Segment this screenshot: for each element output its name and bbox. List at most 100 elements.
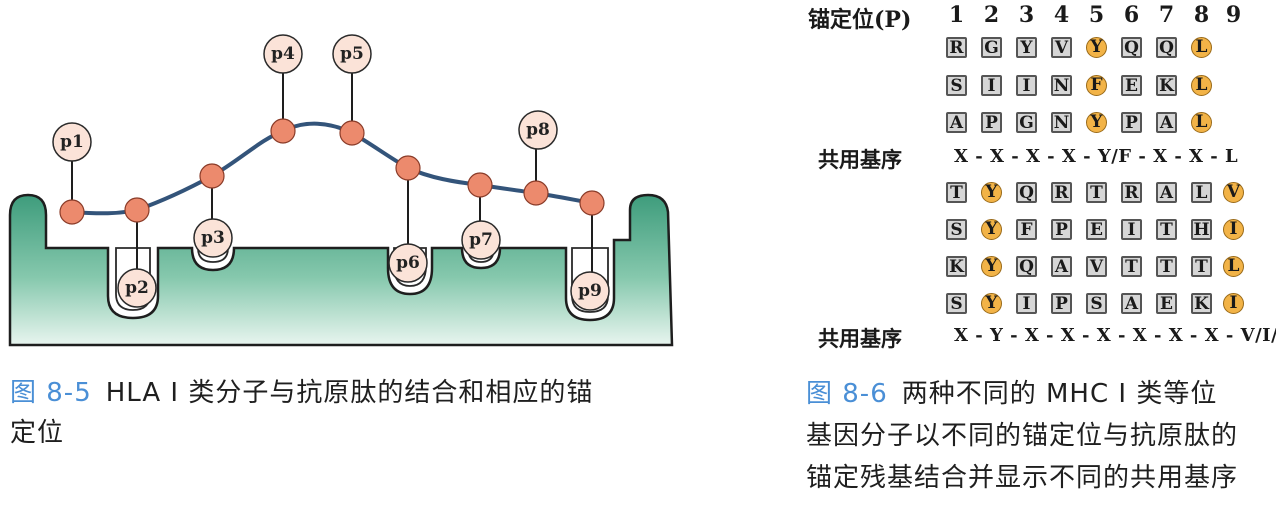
pocket-label-bg-5 <box>332 34 372 74</box>
residue-2 <box>124 197 150 223</box>
position-number: 8 <box>1193 2 1210 28</box>
pocket-label-4: p4 <box>271 44 295 64</box>
position-number: 2 <box>983 2 1000 28</box>
hla-binding-diagram: p1 p2 p3 p4 p5 p6 p7 p8 p9 <box>8 34 674 347</box>
anchor-residue: V <box>1223 182 1244 203</box>
caption-line: HLA Ⅰ 类分子与抗原肽的结合和相应的锚 <box>105 378 594 408</box>
position-number: 7 <box>1158 2 1175 28</box>
caption-number: 图 8-6 <box>806 379 888 409</box>
residue-5 <box>339 120 365 146</box>
residue: T <box>1191 256 1212 277</box>
consensus-sequence: X - X - X - X - Y/F - X - X - L <box>954 146 1239 167</box>
anchor-residue: L <box>1191 75 1212 96</box>
anchor-residue: Y <box>1086 112 1107 133</box>
residue: E <box>1156 293 1177 314</box>
pocket-label-bg-8 <box>518 110 558 150</box>
pocket-label-bg-4 <box>263 34 303 74</box>
pocket-label-1: p1 <box>60 132 84 152</box>
residue: R <box>1121 182 1142 203</box>
residue: H <box>1191 219 1212 240</box>
anchor-residue: Y <box>981 182 1002 203</box>
residue: R <box>946 37 967 58</box>
residue: A <box>946 112 967 133</box>
pocket-label-5: p5 <box>340 44 364 64</box>
anchor-residue: F <box>1086 75 1107 96</box>
caption-fig-8-6-cont: 基因分子以不同的锚定位与抗原肽的 <box>806 416 1238 456</box>
anchor-residue: L <box>1191 112 1212 133</box>
residue-4 <box>270 118 296 144</box>
residue-1 <box>59 199 85 225</box>
caption-line: 基因分子以不同的锚定位与抗原肽的 <box>806 421 1239 451</box>
mhc-groove <box>8 193 674 347</box>
pocket-label-8: p8 <box>526 120 550 140</box>
anchor-residue: I <box>1223 293 1244 314</box>
residue: L <box>1191 182 1212 203</box>
residue: P <box>1051 293 1072 314</box>
residue-9 <box>579 190 605 216</box>
residue: Q <box>1156 37 1177 58</box>
caption-line: 两种不同的 MHC Ⅰ 类等位 <box>901 379 1218 409</box>
residue: S <box>1086 293 1107 314</box>
residue: T <box>1086 182 1107 203</box>
caption-number: 图 8-5 <box>10 378 92 408</box>
position-label: 锚定位(P) <box>808 7 912 33</box>
residue: G <box>1016 112 1037 133</box>
consensus-label: 共用基序 <box>818 326 902 351</box>
residue: I <box>1016 75 1037 96</box>
residue: T <box>946 182 967 203</box>
consensus-label: 共用基序 <box>818 147 902 172</box>
pocket-label-9: p9 <box>578 281 602 301</box>
residue: A <box>1121 293 1142 314</box>
residue: S <box>946 293 967 314</box>
pocket-label-bg-7 <box>461 220 501 260</box>
residue: T <box>1121 256 1142 277</box>
position-number: 6 <box>1123 2 1140 28</box>
position-number: 5 <box>1088 2 1105 28</box>
residue: Q <box>1016 256 1037 277</box>
residue: Y <box>1016 37 1037 58</box>
pocket-label-6: p6 <box>396 253 420 273</box>
residue: A <box>1051 256 1072 277</box>
caption-line: 定位 <box>10 418 65 448</box>
caption-fig-8-5: 图 8-5 HLA Ⅰ 类分子与抗原肽的结合和相应的锚 <box>10 373 593 413</box>
pocket-label-2: p2 <box>125 278 149 298</box>
residue: K <box>1191 293 1212 314</box>
residue: T <box>1156 219 1177 240</box>
caption-fig-8-5-cont: 定位 <box>10 413 64 453</box>
anchor-residue: Y <box>1086 37 1107 58</box>
residue: P <box>1121 112 1142 133</box>
residue: V <box>1086 256 1107 277</box>
anchor-residue: Y <box>981 293 1002 314</box>
position-number: 1 <box>948 2 965 28</box>
position-number: 9 <box>1225 2 1242 28</box>
position-number: 4 <box>1053 2 1070 28</box>
residue: S <box>946 219 967 240</box>
residue: F <box>1016 219 1037 240</box>
anchor-residue: L <box>1191 37 1212 58</box>
caption-fig-8-6: 图 8-6 两种不同的 MHC Ⅰ 类等位 <box>806 374 1217 414</box>
residue: T <box>1156 256 1177 277</box>
caption-fig-8-6-cont: 锚定残基结合并显示不同的共用基序 <box>806 458 1238 498</box>
residue: I <box>1121 219 1142 240</box>
residue: I <box>1016 293 1037 314</box>
pocket-label-7: p7 <box>469 230 493 250</box>
pocket-label-bg-3 <box>193 218 233 258</box>
residue: K <box>946 256 967 277</box>
residue: I <box>981 75 1002 96</box>
pocket-label-bg-1 <box>52 122 92 162</box>
residue-6 <box>395 155 421 181</box>
residue: A <box>1156 112 1177 133</box>
residue: Q <box>1016 182 1037 203</box>
pocket-label-3: p3 <box>201 228 225 248</box>
anchor-residue: L <box>1223 256 1244 277</box>
residue: N <box>1051 75 1072 96</box>
anchor-residue: I <box>1223 219 1244 240</box>
caption-line: 锚定残基结合并显示不同的共用基序 <box>806 463 1239 493</box>
residue: P <box>981 112 1002 133</box>
residue: E <box>1086 219 1107 240</box>
anchor-residue: Y <box>981 256 1002 277</box>
pocket-label-bg-6 <box>388 243 428 283</box>
position-number: 3 <box>1018 2 1035 28</box>
residue-7 <box>467 172 493 198</box>
